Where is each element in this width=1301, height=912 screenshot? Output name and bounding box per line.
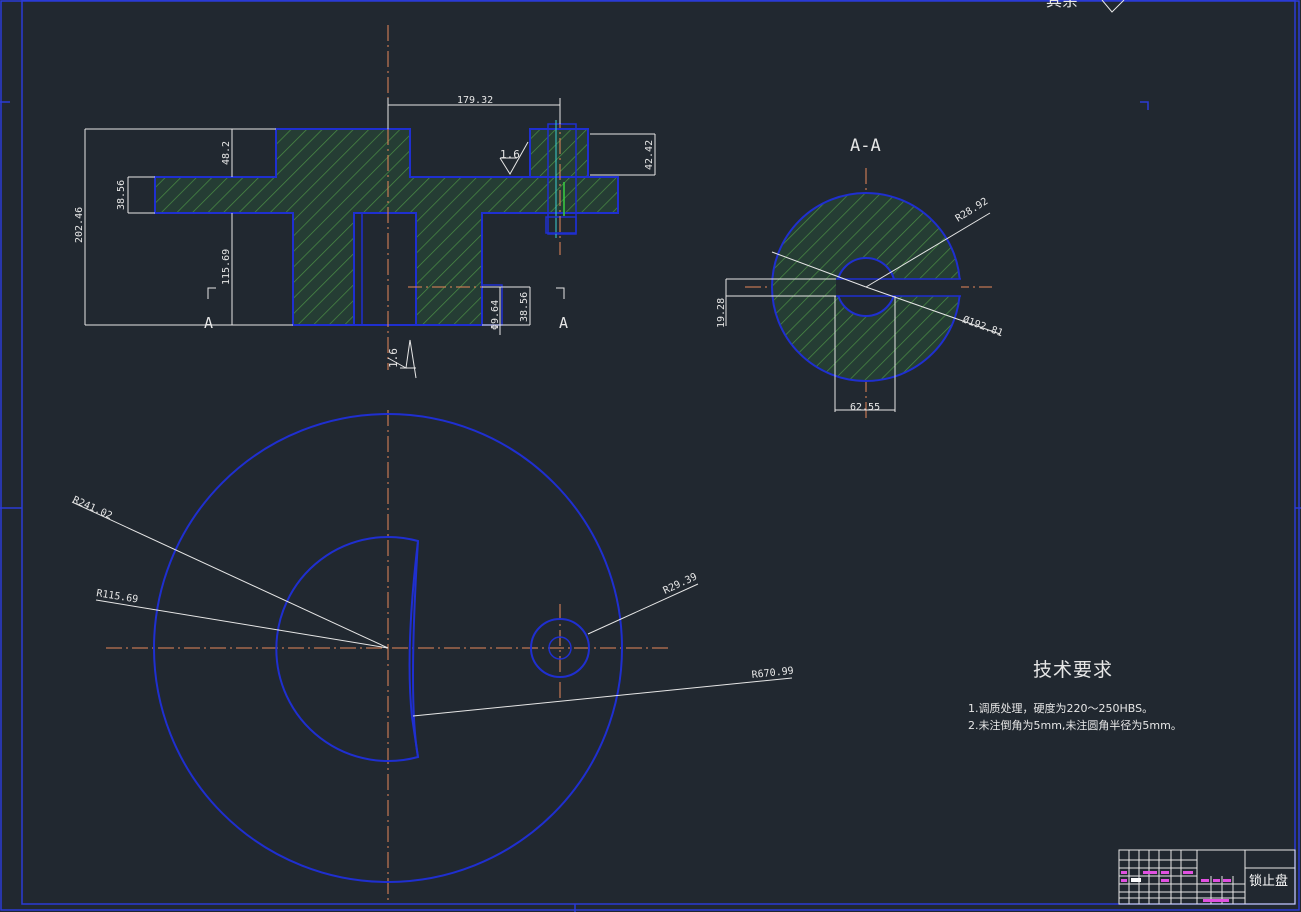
front-dimensions: [84, 98, 656, 379]
plan-view: [153, 413, 623, 883]
section-aa-dimensions: [725, 212, 1001, 412]
dim-179: 179.32: [457, 95, 493, 106]
dim-r2939: R29.39: [662, 571, 699, 596]
roughness-symbol-icon: [1101, 0, 1125, 13]
roughness-2: 1.6: [387, 348, 400, 368]
dim-964: Φ9.64: [490, 300, 501, 330]
dim-r2892: R28.92: [954, 196, 990, 224]
dim-38b: 38.56: [519, 292, 530, 322]
plan-dimensions: [71, 501, 793, 717]
roughness-1: 1.6: [500, 148, 520, 161]
technical-requirements: 技术要求 1.调质处理，硬度为220～250HBS。 2.未注倒角为5mm,未注…: [968, 655, 1182, 734]
dim-202: 202.46: [74, 207, 85, 243]
dim-1928: 19.28: [716, 298, 727, 328]
dim-r24102: R241.02: [71, 495, 114, 522]
dim-r11569: R115.69: [96, 588, 139, 605]
title-block: [1118, 849, 1296, 905]
roughness-note: 其余: [1046, 0, 1078, 10]
dim-6255: 62.55: [850, 402, 880, 413]
dim-192: Ø192.81: [961, 314, 1005, 340]
tech-req-title: 技术要求: [1033, 659, 1114, 681]
dim-48: 48.2: [221, 141, 232, 165]
dim-115: 115.69: [221, 249, 232, 285]
dim-38a: 38.56: [116, 180, 127, 210]
tech-req-item-1: 1.调质处理，硬度为220～250HBS。: [968, 702, 1154, 715]
section-aa-title: A-A: [850, 136, 881, 156]
section-mark-right: A: [559, 314, 568, 332]
part-name: 锁止盘: [1249, 874, 1289, 889]
tech-req-item-2: 2.未注倒角为5mm,未注圆角半径为5mm。: [968, 719, 1182, 732]
section-mark-left: A: [204, 314, 213, 332]
title-block-marks: [1121, 871, 1231, 902]
dim-r67099: R670.99: [751, 666, 794, 681]
dim-4242: 42.42: [644, 140, 655, 170]
